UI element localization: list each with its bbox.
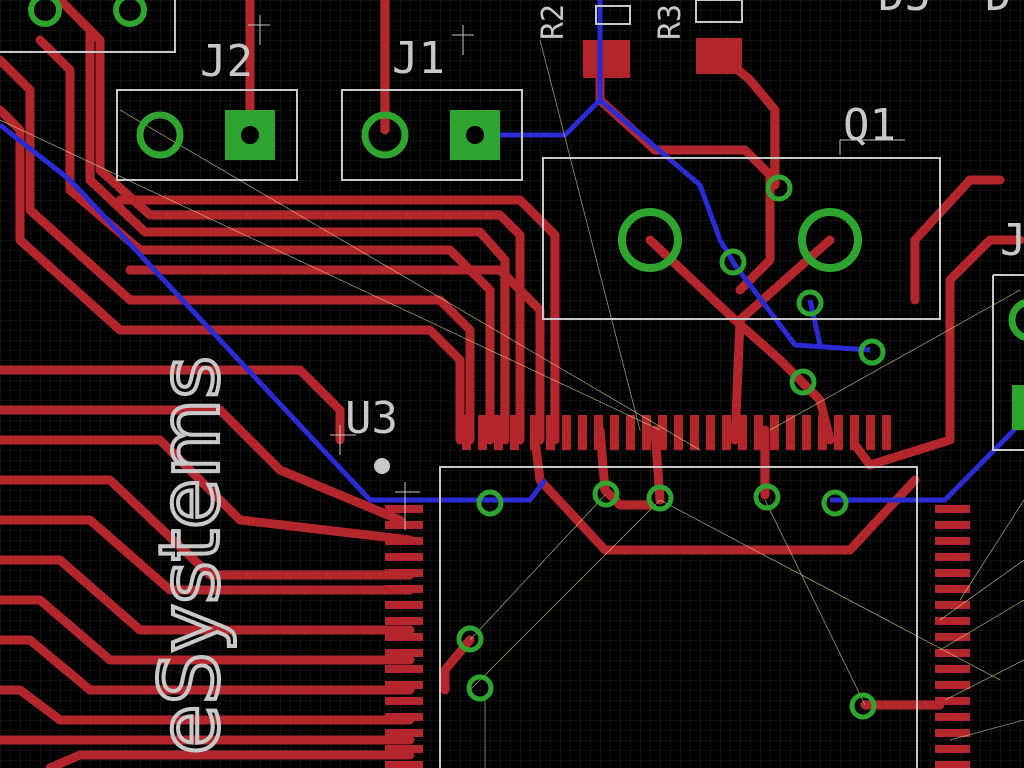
right-connector-pads[interactable]	[1008, 299, 1024, 430]
j2-outline	[116, 89, 298, 181]
label-j1: J1	[392, 33, 445, 84]
label-q1: Q1	[843, 100, 896, 151]
j1-connector[interactable]	[361, 110, 500, 160]
label-j-right: J	[1000, 215, 1024, 266]
u3-outline	[439, 466, 918, 768]
label-j2: J2	[200, 36, 253, 87]
airwires	[0, 39, 1024, 768]
u3-right-pads[interactable]	[935, 505, 970, 768]
u3-top-pads[interactable]	[462, 415, 891, 450]
label-r3: R3	[653, 4, 688, 40]
top-left-pads[interactable]	[28, 0, 147, 27]
label-d: D	[985, 0, 1012, 21]
u3-left-pads[interactable]	[385, 505, 423, 768]
label-u3: U3	[345, 393, 398, 444]
j2-connector[interactable]	[136, 110, 275, 160]
q1-outline	[542, 157, 941, 320]
component-labels: J2 J1 Q1 U3 D5 D J R2 R3 eSystems	[141, 0, 1024, 757]
j1-outline	[341, 89, 523, 181]
resistor-pads[interactable]	[583, 38, 742, 78]
label-d5: D5	[878, 0, 931, 21]
board-text-esystems: eSystems	[143, 356, 238, 755]
q1-pads[interactable]	[618, 208, 862, 272]
label-r2: R2	[536, 4, 571, 40]
vias[interactable]	[456, 174, 886, 720]
